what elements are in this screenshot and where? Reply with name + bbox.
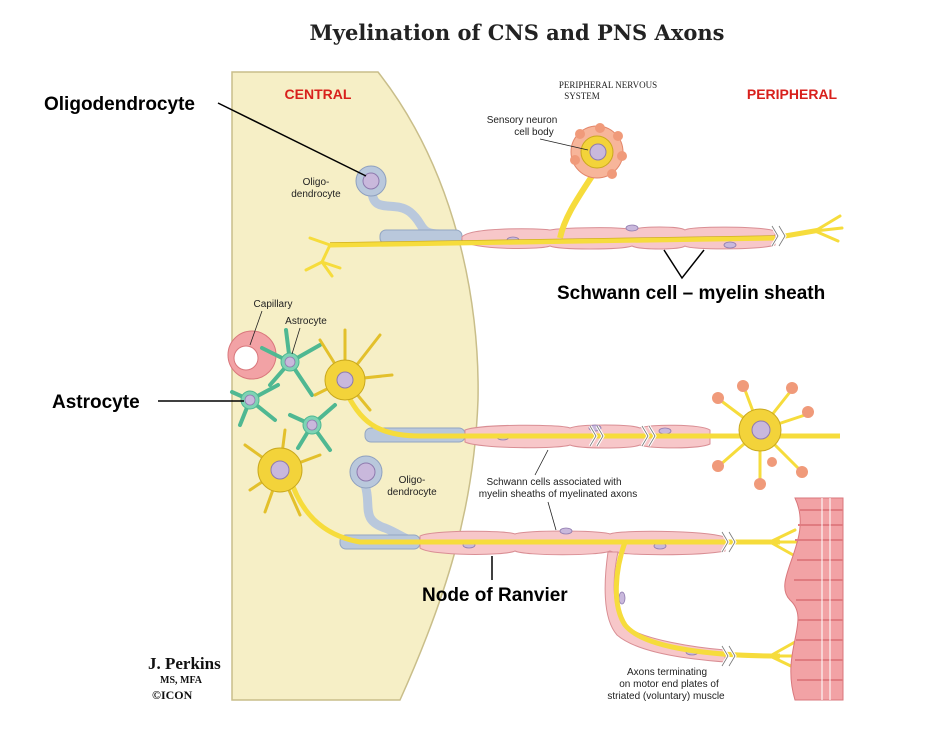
schwann-cells-label-1: Schwann cells associated with [486,477,621,488]
artist-signature: J. Perkins [148,654,221,673]
oligodendrocyte-label: Oligodendrocyte [44,94,195,115]
oligodendrocyte-lower [349,455,383,489]
sensory-neuron-leader [539,138,589,151]
peripheral-ganglion-cell [712,380,814,490]
schwann-sheath-leader [663,249,705,280]
schwann-cells-leaders [534,449,557,531]
diagram-title: Myelination of CNS and PNS Axons [310,20,725,45]
astrocyte-label: Astrocyte [52,392,140,413]
sensory-axon-group [304,123,844,278]
capillary-leader [249,310,263,346]
axons-terminating-label-2: on motor end plates of [619,679,719,690]
schwann-cells-label-2: myelin sheaths of myelinated axons [479,489,637,500]
oligodendrocyte-lower-label-1: Oligo- [399,475,426,486]
motor-axon-1-group [342,380,840,490]
schwann-sheath-label: Schwann cell – myelin sheath [557,283,825,304]
astrocytes [230,328,337,452]
astrocyte-small-label: Astrocyte [285,316,327,327]
oligodendrocyte-leader [217,102,367,177]
pns-label-line2: SYSTEM [564,91,600,101]
central-label: CENTRAL [285,86,352,102]
oligodendrocyte-small-label-1: Oligo- [303,177,330,188]
striated-muscle [784,497,844,701]
capillary-label: Capillary [254,299,293,310]
oligodendrocyte-small-label-2: dendrocyte [291,189,341,200]
axons-terminating-label-1: Axons terminating [627,667,707,678]
icon-copyright-mark: ©ICON [152,688,193,702]
capillary [227,330,277,380]
sensory-neuron [570,123,627,179]
peripheral-label: PERIPHERAL [747,86,838,102]
motor-axon-2-group [287,477,799,670]
axons-terminating-label-3: striated (voluntary) muscle [607,691,725,702]
artist-degree: MS, MFA [160,675,203,686]
motor-neuron-upper [313,328,394,412]
motor-neuron-lower [243,428,322,517]
astrocyte-small-leader [291,327,301,355]
oligodendrocyte-lower-label-2: dendrocyte [387,487,437,498]
pns-label-line1: PERIPHERAL NERVOUS [559,80,657,90]
node-of-ranvier-label: Node of Ranvier [422,585,568,606]
sensory-neuron-label-2: cell body [514,127,553,138]
sensory-neuron-label-1: Sensory neuron [487,115,558,126]
